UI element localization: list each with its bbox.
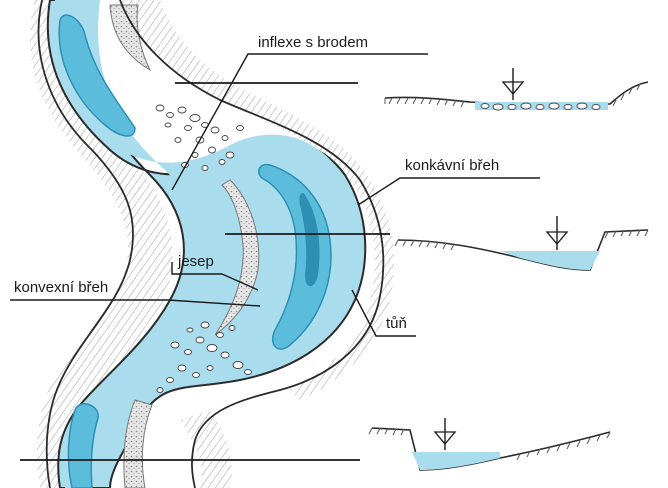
label-convex-bank: konvexní břeh xyxy=(14,280,108,295)
label-point-bar: jesep xyxy=(178,254,214,269)
label-pool: tůň xyxy=(386,316,407,331)
label-concave-bank: konkávní břeh xyxy=(405,158,499,173)
cross-section-pool-right xyxy=(395,216,648,270)
label-ford-inflection: inflexe s brodem xyxy=(258,35,368,50)
leader-concave-bank xyxy=(358,178,540,205)
cross-section-pool-left xyxy=(369,418,610,470)
cross-section-ford xyxy=(385,68,648,110)
